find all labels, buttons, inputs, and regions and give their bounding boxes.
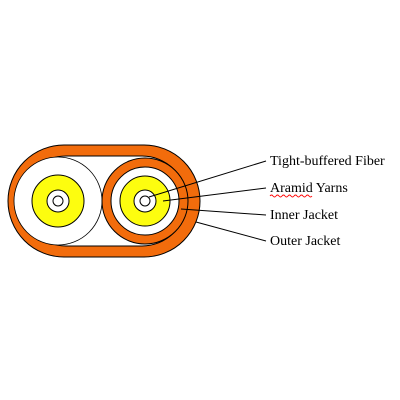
left-subunit [13, 156, 103, 246]
label-aramid-yarns: Aramid Yarns [270, 181, 348, 196]
right-subunit [101, 157, 189, 245]
leader-line-tight-buffered-fiber [148, 160, 267, 198]
label-inner-jacket: Inner Jacket [270, 208, 338, 223]
label-tight-buffered-fiber: Tight-buffered Fiber [270, 154, 385, 169]
left-fiber-core [52, 195, 64, 207]
right-fiber-core [139, 195, 151, 207]
leader-line-aramid-yarns [162, 187, 267, 202]
leader-line-inner-jacket [180, 208, 267, 216]
leader-line-outer-jacket [195, 221, 267, 242]
spellcheck-underline-aramid [269, 194, 313, 198]
label-outer-jacket: Outer Jacket [270, 234, 340, 249]
